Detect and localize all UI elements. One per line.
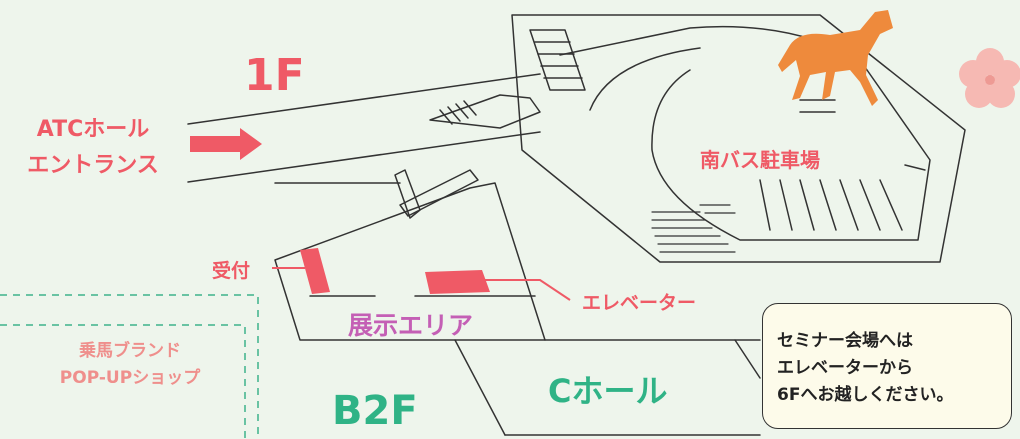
stairs-top <box>529 29 586 91</box>
b2f-outline <box>274 182 546 341</box>
arrow-right-icon <box>190 128 262 160</box>
horse-icon <box>778 10 893 106</box>
parking-stalls <box>759 99 903 231</box>
exhibit-area-label: 展示エリア <box>348 311 474 340</box>
popup-dashed-box <box>0 294 259 439</box>
popup-line1: 乗馬ブランド <box>79 341 181 361</box>
notice-line2: エレベーターから <box>777 358 913 378</box>
building-1f-outline <box>511 14 966 263</box>
reception-label: 受付 <box>212 260 251 282</box>
corridor <box>187 73 541 125</box>
elevator-block <box>425 270 490 294</box>
parking-label: 南バス駐車場 <box>700 148 820 172</box>
c-hall-outline <box>454 339 761 436</box>
notice-line1: セミナー会場へは <box>777 331 913 351</box>
notice-box: セミナー会場へは エレベーターから 6Fへお越しください。 <box>762 303 1012 429</box>
stairs-bottom <box>651 204 736 253</box>
elevator-label: エレベーター <box>582 292 697 314</box>
popup-line2: POP-UPショップ <box>59 368 201 388</box>
floor-1f-label: 1F <box>244 50 305 101</box>
entrance-line1: ATCホール <box>36 117 150 142</box>
entrance-label: ATCホール エントランス <box>2 112 184 184</box>
notice-line3: 6Fへお越しください。 <box>777 385 954 405</box>
entrance-line2: エントランス <box>27 153 159 178</box>
sakura-flower-icon <box>959 48 1020 108</box>
elevator-leader <box>482 279 571 301</box>
c-hall-label: Cホール <box>548 372 668 410</box>
popup-shop-label: 乗馬ブランド POP-UPショップ <box>22 338 238 392</box>
parking-track <box>559 25 931 241</box>
escalator-upper <box>429 94 541 129</box>
floor-b2f-label: B2F <box>332 388 418 434</box>
reception-desk <box>300 248 330 294</box>
